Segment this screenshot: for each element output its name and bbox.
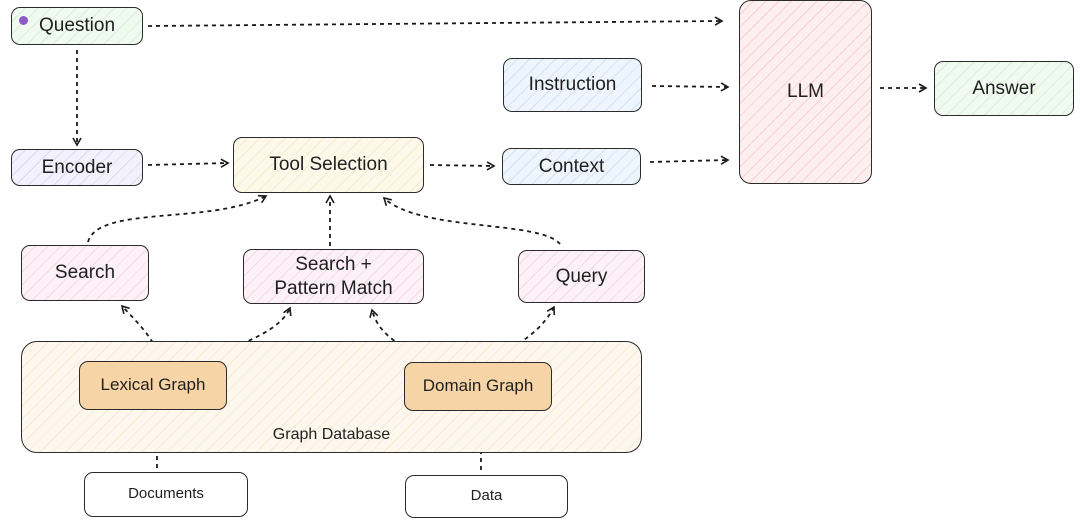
- documents-label: Documents: [128, 485, 204, 503]
- graph-database-label: Graph Database: [272, 426, 391, 443]
- data-node: Data: [405, 475, 568, 518]
- encoder-node: Encoder: [11, 149, 143, 186]
- edge-query-to-tool-selection: [382, 196, 561, 245]
- edge-search-to-tool-selection: [87, 194, 268, 243]
- search-pattern-match-node: Search + Pattern Match: [243, 249, 424, 304]
- tool-selection-label: Tool Selection: [269, 154, 388, 176]
- edge-context-to-llm: [649, 155, 730, 165]
- llm-label: LLM: [787, 81, 824, 103]
- question-label: Question: [38, 15, 116, 37]
- answer-label: Answer: [972, 77, 1036, 99]
- answer-node: Answer: [934, 61, 1074, 116]
- data-label: Data: [470, 487, 503, 505]
- domain-graph-node: Domain Graph: [404, 362, 552, 411]
- search-pattern-match-label: Search + Pattern Match: [274, 254, 393, 299]
- lexical-graph-node: Lexical Graph: [79, 361, 227, 410]
- tool-selection-node: Tool Selection: [233, 137, 424, 193]
- context-label: Context: [538, 155, 605, 177]
- question-node: Question: [11, 7, 143, 45]
- search-node: Search: [21, 245, 149, 301]
- instruction-node: Instruction: [503, 58, 642, 112]
- edge-encoder-to-tool-selection: [147, 158, 230, 168]
- edge-question-to-llm: [147, 16, 724, 27]
- query-node: Query: [518, 250, 645, 303]
- context-node: Context: [502, 148, 641, 185]
- documents-node: Documents: [84, 472, 248, 517]
- domain-graph-label: Domain Graph: [422, 376, 534, 396]
- instruction-label: Instruction: [528, 74, 617, 96]
- search-label: Search: [54, 262, 116, 284]
- encoder-label: Encoder: [41, 156, 113, 178]
- lexical-graph-label: Lexical Graph: [100, 375, 206, 395]
- edge-tool-selection-to-context: [429, 161, 496, 171]
- llm-node: LLM: [739, 0, 872, 184]
- question-dot-icon: [19, 16, 28, 25]
- query-label: Query: [555, 265, 608, 287]
- edge-instruction-to-llm: [651, 82, 730, 92]
